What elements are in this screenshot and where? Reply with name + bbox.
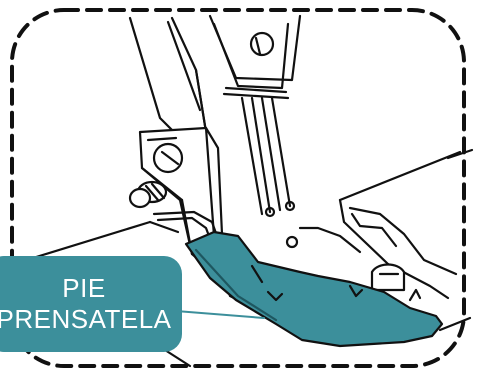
needle [242,98,294,216]
callout-leader-line [176,311,264,318]
presser-foot-callout: PIE PRENSATELA [0,256,182,352]
callout-line-2: PRENSATELA [0,304,172,335]
callout-line-1: PIE [62,273,105,304]
